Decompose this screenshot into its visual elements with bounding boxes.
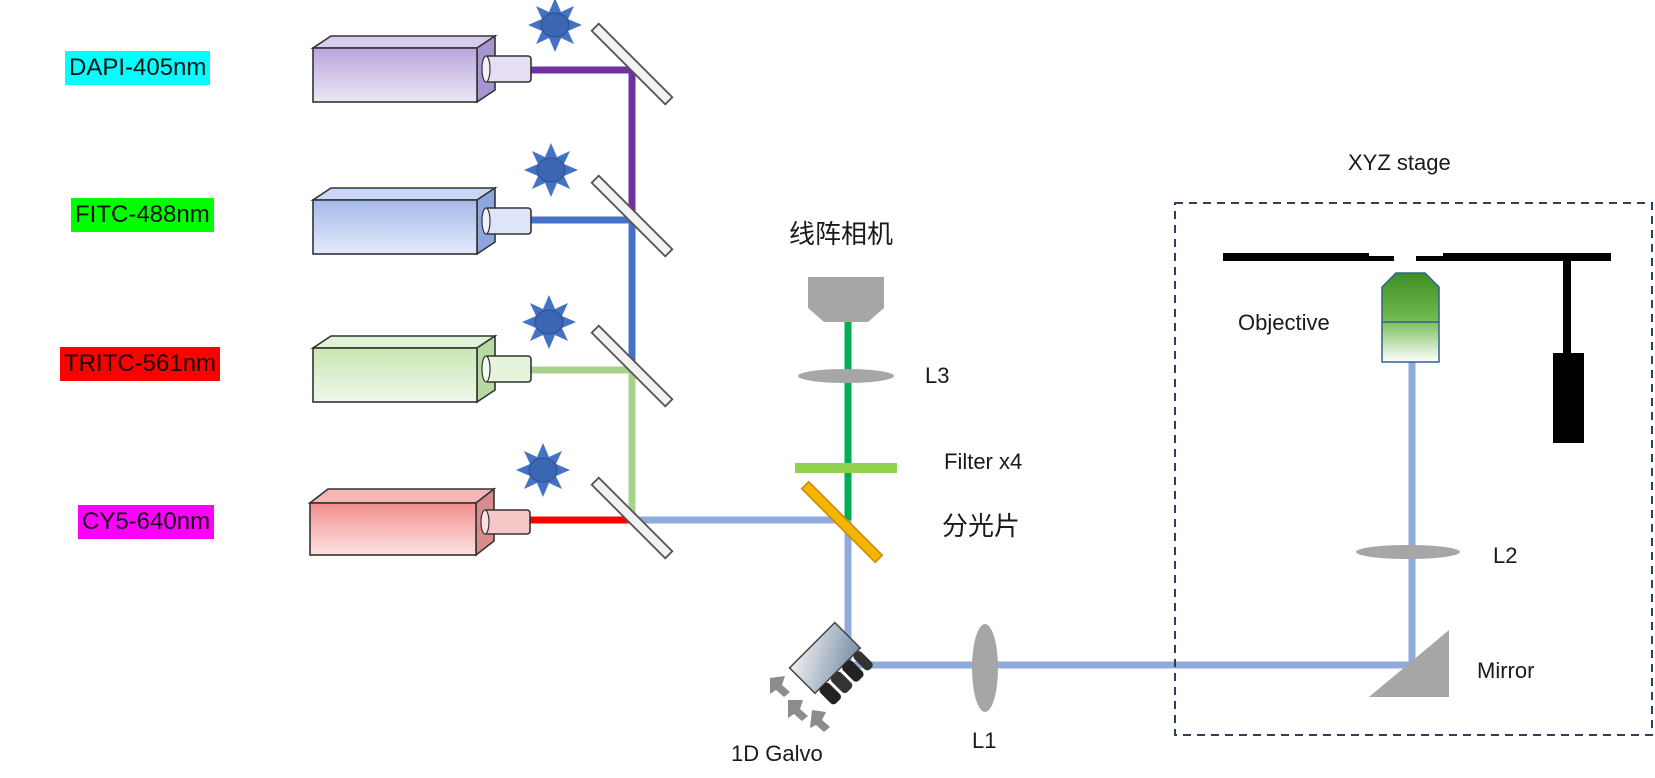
laser-tag-dapi: DAPI-405nm (65, 51, 211, 85)
objective-lens (1381, 272, 1440, 363)
xyz-stage-box (1174, 202, 1653, 736)
laser-tag-fitc: FITC-488nm (71, 198, 214, 232)
galvo-arrows (770, 676, 830, 732)
laser-tritc (310, 334, 532, 404)
filter-label: Filter x4 (944, 449, 1023, 474)
laser-tag-cy5: CY5-640nm (78, 505, 215, 539)
mirror-label: Mirror (1477, 658, 1535, 683)
star-icon (528, 0, 582, 52)
star-icon (516, 443, 570, 497)
l3-label: L3 (925, 363, 950, 388)
laser-fitc (310, 186, 532, 256)
beam-splitter (800, 480, 884, 564)
lens-l1 (972, 624, 998, 712)
star-icon (524, 143, 578, 197)
lens-l2 (1356, 545, 1460, 559)
lens-l3 (798, 369, 894, 383)
galvo-scanner (788, 621, 873, 705)
laser-dapi (310, 34, 532, 104)
xyz-stage (1223, 253, 1611, 443)
fold-mirror (1369, 630, 1449, 697)
splitter-label: 分光片 (942, 511, 1021, 541)
l1-label: L1 (972, 728, 997, 753)
combiner-mirror-3 (590, 324, 674, 408)
star-icon (522, 295, 576, 349)
combiner-mirror-4 (590, 476, 674, 560)
emission-filter (795, 463, 897, 473)
l2-label: L2 (1493, 543, 1518, 568)
laser-cy5 (307, 487, 531, 557)
objective-label: Objective (1238, 310, 1330, 335)
combiner-mirror-1 (590, 22, 674, 106)
combiner-mirror-2 (590, 174, 674, 258)
line-camera (808, 277, 884, 322)
excitation-beam-path (632, 362, 1416, 669)
stage-label: XYZ stage (1348, 150, 1451, 175)
galvo-label: 1D Galvo (731, 741, 823, 766)
laser-tag-tritc: TRITC-561nm (60, 347, 221, 381)
camera-label: 线阵相机 (789, 219, 894, 249)
